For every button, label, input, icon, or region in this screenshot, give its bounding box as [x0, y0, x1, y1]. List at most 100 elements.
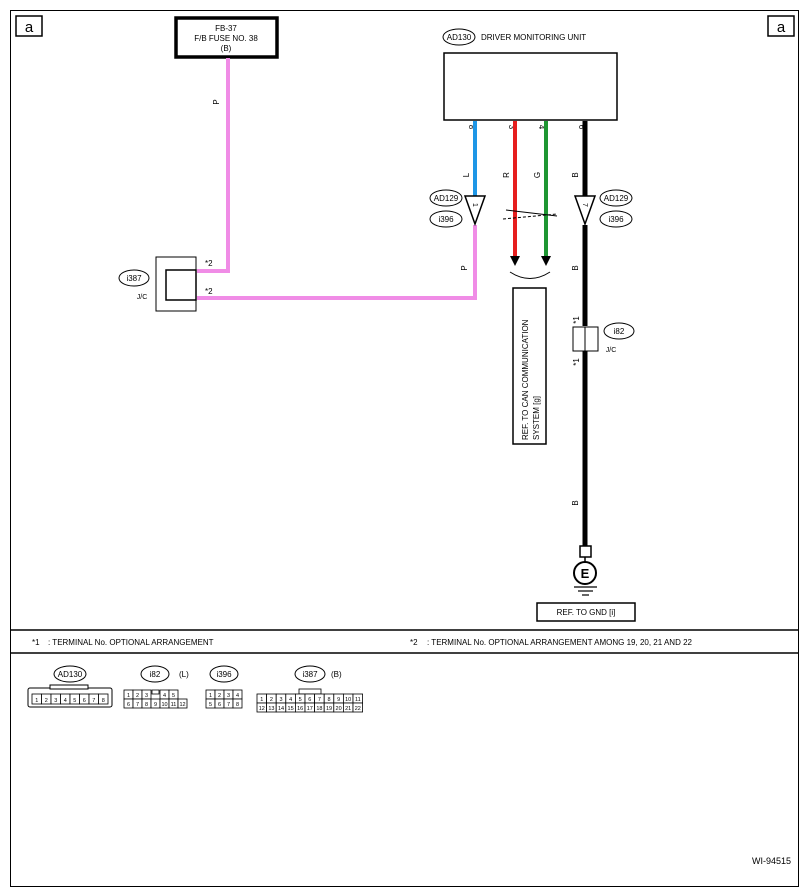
jc-i82-mark-bottom: *1: [572, 358, 581, 366]
ground-symbol: E: [581, 566, 590, 581]
fuse-name: F/B FUSE NO. 38: [194, 34, 258, 43]
wire-label-r: R: [502, 172, 511, 178]
i387-pin-11-label: 11: [355, 697, 361, 703]
i387-pin-12-label: 12: [259, 706, 265, 712]
fuse-box: [174, 16, 279, 59]
connector-right-bottom-tag: [599, 210, 633, 228]
wire-label-b-top: B: [571, 172, 580, 177]
wire-label-g: G: [533, 172, 542, 178]
jc-i387-mark-bottom: *2: [205, 287, 213, 296]
i387-pin-9-label: 9: [337, 697, 340, 703]
jc-i387-code: i387: [126, 274, 142, 283]
jc-i82-label: J/C: [606, 347, 617, 354]
jc-i387-tag: [118, 269, 150, 287]
i387-pin-21-label: 21: [345, 706, 351, 712]
view-i387-tag: [294, 665, 326, 683]
fuse-connector: (B): [221, 44, 232, 53]
i387-pin-6-label: 6: [308, 697, 311, 703]
twist-arc: [509, 271, 551, 279]
wire-pink-fuse: [197, 58, 230, 273]
unit-code-tag: [442, 28, 476, 46]
jc-i82-mark-top: *1: [572, 316, 581, 324]
i82-pin-2-label: 2: [136, 693, 139, 699]
wire-label-jc-p: P: [460, 265, 469, 270]
ad130-pin-3-label: 3: [54, 698, 57, 704]
connector-right-top: AD129: [604, 194, 629, 203]
connector-left-bottom: i396: [438, 215, 454, 224]
i396-pin-7-label: 7: [227, 702, 230, 708]
i387-pin-4-label: 4: [289, 697, 292, 703]
connector-right-bottom: i396: [608, 215, 624, 224]
i396-pin-4-label: 4: [236, 693, 239, 699]
i82-pin-12-label: 12: [179, 702, 185, 708]
ground-ref-box[interactable]: [536, 602, 636, 622]
i387-pin-20-label: 20: [336, 706, 342, 712]
can-ref-box[interactable]: [512, 287, 547, 445]
i387-pin-13-label: 13: [268, 706, 274, 712]
i387-pin-7-label: 7: [318, 697, 321, 703]
wire-pink-jc: [197, 225, 477, 300]
ground-ref: REF. TO GND [i]: [557, 608, 616, 617]
diagram-frame: [10, 10, 799, 887]
i387-pin-1-label: 1: [260, 697, 263, 703]
wire-label-fuse: P: [212, 99, 221, 104]
view-i82-tag: [140, 665, 170, 683]
i396-pin-6-label: 6: [218, 702, 221, 708]
ad130-pin-6-label: 6: [83, 698, 86, 704]
ad130-pin-7-label: 7: [92, 698, 95, 704]
i396-pin-5-label: 5: [209, 702, 212, 708]
i396-pin-8-label: 8: [236, 702, 239, 708]
connector-left-bottom-tag: [429, 210, 463, 228]
twist-line-dashed: [502, 213, 558, 220]
i387-pin-19-label: 19: [326, 706, 332, 712]
view-i82-label: i82: [150, 670, 161, 679]
i82-pin-10-label: 10: [161, 702, 167, 708]
figure-id: WI-94515: [752, 856, 791, 866]
wire-label-b-mid: B: [571, 265, 580, 270]
ad130-pin-8-cell: [98, 693, 109, 705]
i387-key: [298, 688, 322, 695]
note-2-text: : TERMINAL No. OPTIONAL ARRANGEMENT AMON…: [427, 638, 693, 647]
i82-pin-7-label: 7: [136, 702, 139, 708]
i387-pin-8-label: 8: [327, 697, 330, 703]
arrow-green-down: [541, 256, 551, 266]
page-marker-left: a: [25, 19, 34, 36]
connector-right-triangle: [573, 195, 597, 227]
unit-pin-8: 8: [467, 125, 476, 130]
i387-pin-18-label: 18: [316, 706, 322, 712]
unit-name: DRIVER MONITORING UNIT: [481, 33, 586, 42]
connector-right-top-tag: [599, 189, 633, 207]
i82-pin-8-label: 8: [145, 702, 148, 708]
i387-pin-17-label: 17: [307, 706, 313, 712]
unit-code: AD130: [447, 33, 472, 42]
i82-pin-3-label: 3: [145, 693, 148, 699]
i82-key: [151, 689, 160, 695]
fuse-id: FB-37: [215, 24, 237, 33]
i387-pin-10-label: 10: [345, 697, 351, 703]
connector-left-triangle: [463, 195, 487, 227]
i82-pin-1-label: 1: [127, 693, 130, 699]
jc-i82-tag: [603, 322, 635, 340]
connector-left-pin: 1: [471, 203, 478, 207]
jc-i387-label: J/C: [137, 294, 148, 301]
jc-i82-code: i82: [614, 327, 625, 336]
can-ref-line1: REF. TO CAN COMMUNICATION: [521, 319, 530, 440]
i82-pin-9-label: 9: [154, 702, 157, 708]
view-i82-suffix: (L): [179, 670, 189, 679]
unit-pin-4: 4: [537, 125, 546, 130]
i396-pin-1-label: 1: [209, 693, 212, 699]
page-marker-right-box[interactable]: [767, 15, 795, 37]
page-marker-left-box[interactable]: [15, 15, 43, 37]
i387-pin-3-label: 3: [279, 697, 282, 703]
view-ad130-latch: [49, 684, 89, 690]
i82-pin-6-label: 6: [127, 702, 130, 708]
view-i387-label: i387: [302, 670, 318, 679]
ad130-pin-5-label: 5: [73, 698, 76, 704]
unit-pin-6: 6: [577, 125, 586, 130]
i82-pin-5-label: 5: [172, 693, 175, 699]
arrow-red-down: [510, 256, 520, 266]
i387-pin-22-cell: [352, 702, 364, 713]
